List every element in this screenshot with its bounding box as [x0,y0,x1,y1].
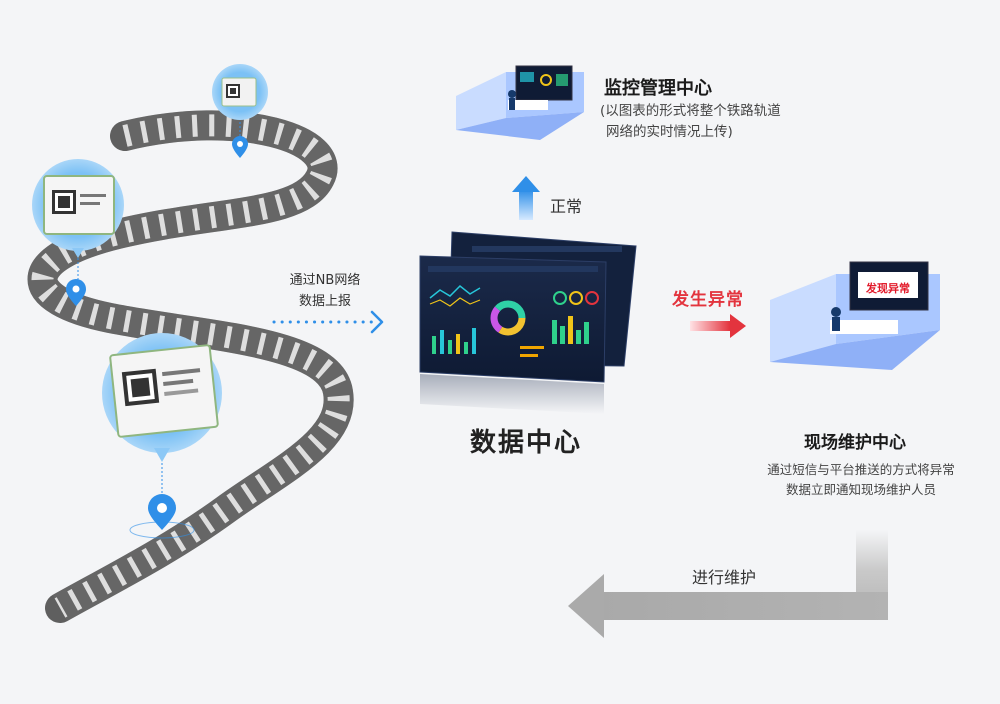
abnormal-arrow [690,314,746,338]
nb-upload-label: 通过NB网络 数据上报 [270,270,380,312]
monitoring-center-description: (以图表的形式将整个铁路轨道 网络的实时情况上传) [600,101,781,143]
return-arrow-label: 进行维护 [692,568,757,587]
data-center-title: 数据中心 [470,428,583,458]
abnormal-label: 发生异常 [672,290,744,310]
railway-track [27,110,354,623]
return-maintenance-arrow [568,530,888,638]
normal-up-arrow [512,176,540,220]
location-pin-icon [232,136,248,158]
nb-upload-line1: 通过NB网络 [289,273,361,288]
sensor-bubble-bottom [102,333,222,500]
data-center-screens [419,231,637,414]
nb-upload-line2: 数据上报 [298,294,351,309]
normal-label: 正常 [550,197,583,216]
monitoring-room [456,65,584,140]
monitoring-center-title: 监控管理中心 [604,78,712,99]
maintenance-center-title: 现场维护中心 [804,433,906,453]
maintenance-desc-line2: 数据立即通知现场维护人员 [785,482,936,497]
maintenance-center-description: 通过短信与平台推送的方式将异常 数据立即通知现场维护人员 [756,460,966,500]
maintenance-desc-line1: 通过短信与平台推送的方式将异常 [767,462,955,477]
location-pin-icon [66,279,86,306]
monitoring-desc-line2: 网络的实时情况上传) [606,124,733,140]
sensor-bubble-middle [32,159,124,286]
abnormal-screen-text: 发现异常 [866,282,910,295]
monitoring-desc-line1: (以图表的形式将整个铁路轨道 [600,103,781,119]
maintenance-room [770,261,940,370]
sensor-bubble-top [212,64,268,145]
location-pin-icon [129,494,195,539]
nb-upload-arrow [272,310,384,334]
